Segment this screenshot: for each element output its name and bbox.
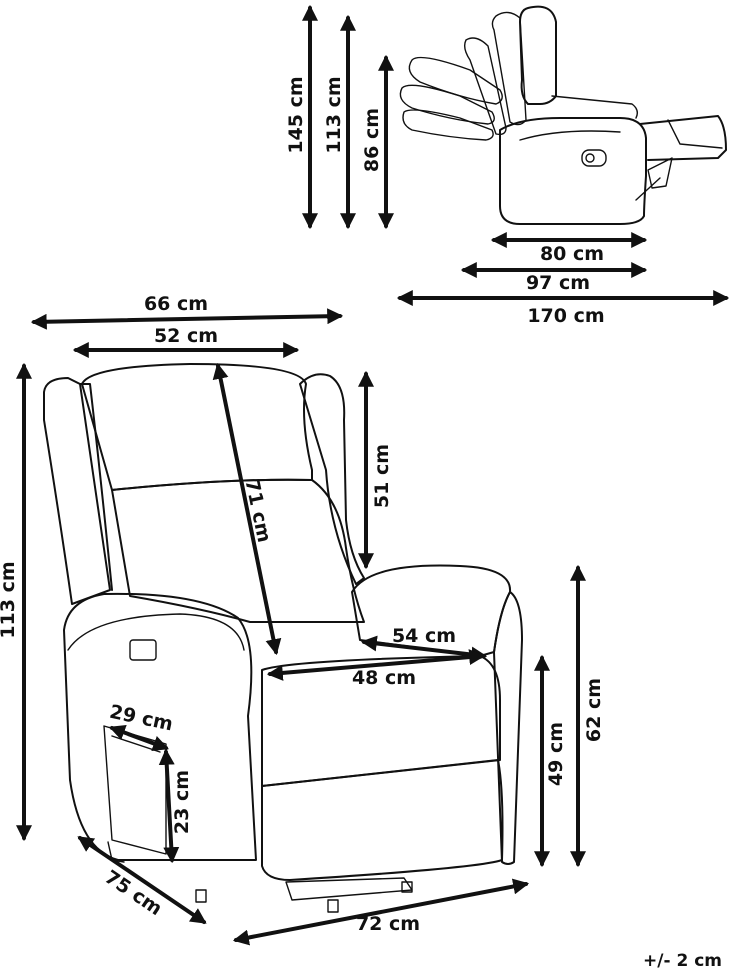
label-seat-height: 49 cm — [545, 722, 567, 786]
label-backrest-above-armrest: 51 cm — [371, 444, 393, 508]
side-view-illustration — [399, 5, 727, 225]
dimension-arrows — [16, 4, 730, 946]
label-total-depth: 97 cm — [526, 272, 590, 294]
label-total-width: 66 cm — [144, 293, 208, 315]
label-reclined-length: 170 cm — [527, 305, 604, 327]
label-side-seat-height: 86 cm — [361, 108, 383, 172]
label-front-width: 72 cm — [356, 913, 420, 935]
label-pocket-height: 23 cm — [171, 770, 193, 834]
label-armrest-depth: 54 cm — [392, 625, 456, 647]
label-total-height-side: 113 cm — [323, 76, 345, 153]
label-front-height: 113 cm — [0, 561, 19, 638]
label-seat-width: 48 cm — [352, 667, 416, 689]
label-seat-depth: 80 cm — [540, 243, 604, 265]
label-total-height-reclined: 145 cm — [285, 76, 307, 153]
label-armrest-height: 62 cm — [583, 678, 605, 742]
label-backrest-width: 52 cm — [154, 325, 218, 347]
label-tolerance: +/- 2 cm — [643, 951, 722, 971]
